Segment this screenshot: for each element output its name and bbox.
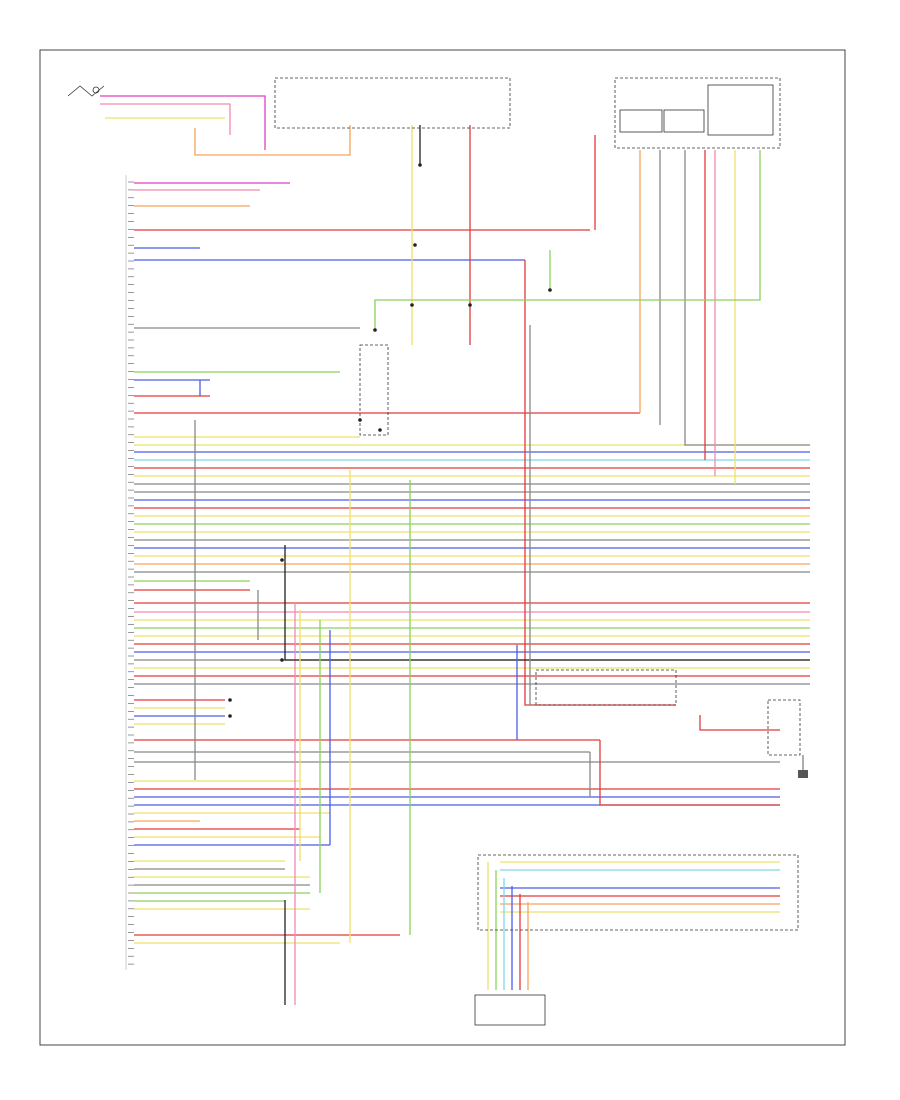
top-relay-box [274,77,511,129]
splice-dot-1 [468,303,472,307]
splice-dot-2 [373,328,377,332]
splice-dot-4 [280,658,284,662]
splice-dot-10 [548,288,552,292]
splice-dot-7 [358,418,362,422]
top-left-sensor [67,85,105,97]
right-sensor-box [767,699,801,756]
splice-dot-11 [418,163,422,167]
right-module-inner-2 [663,109,705,133]
splice-dot-5 [228,698,232,702]
bottom-connector-box [474,994,546,1026]
right-module-box [614,77,781,149]
diagram-frame [39,49,846,1046]
right-ground-symbol [798,755,808,778]
wire-top-orange [194,125,351,156]
component-boxes [274,77,801,1026]
wire-vert-black-2 [284,545,810,661]
center-sensor-box [359,344,389,436]
wire-vert-gray-2 [684,150,810,446]
wire-vert-red-long [524,260,676,706]
right-mid-module-box [535,669,677,706]
splice-dot-6 [228,714,232,718]
right-module-inner-1 [619,109,663,133]
splice-dot-9 [413,243,417,247]
splice-points [228,163,552,718]
ecm-connector [125,175,134,970]
splice-dot-0 [410,303,414,307]
wire-top-magenta [100,95,266,150]
wire-layer [100,95,810,1005]
bottom-harness-box [477,854,799,931]
splice-dot-3 [280,558,284,562]
wire-top-pink [100,103,231,135]
wire-vert-green [374,150,761,330]
splice-dot-8 [378,428,382,432]
right-module-inner-3 [707,84,774,136]
wire-vert-red-4 [599,740,780,806]
wire-vert-red-5 [699,715,780,731]
